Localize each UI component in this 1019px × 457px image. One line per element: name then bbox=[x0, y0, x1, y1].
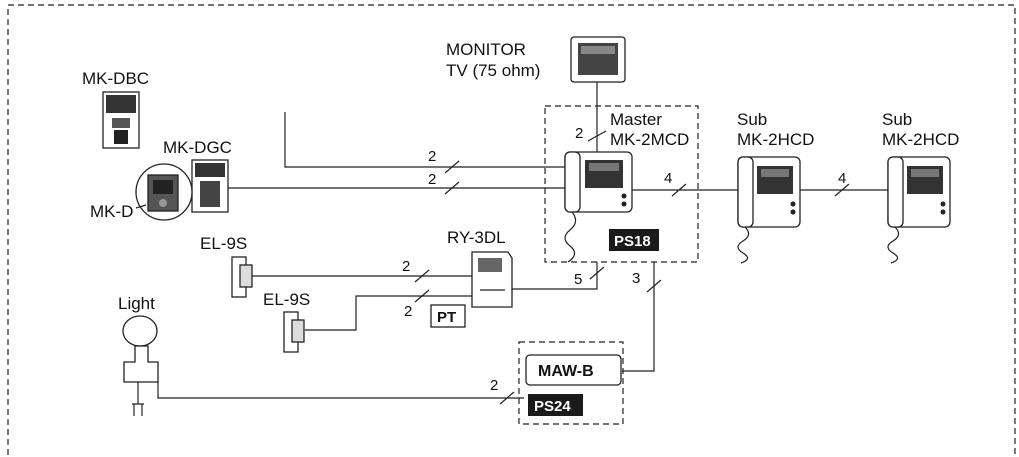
ps18-badge-text: PS18 bbox=[614, 233, 651, 250]
mk-dgc-device bbox=[191, 159, 229, 213]
sub2-label-line1: Sub bbox=[882, 110, 912, 129]
wire-maw-master bbox=[622, 262, 655, 372]
ry-3dl-device bbox=[471, 251, 513, 308]
wire-ry-master bbox=[512, 262, 598, 290]
sub2-monitor-device bbox=[887, 156, 951, 264]
mk-d-label: MK-D bbox=[90, 202, 133, 221]
sub1-monitor-device bbox=[737, 156, 801, 264]
light-label: Light bbox=[118, 294, 155, 313]
el-9s-a-label: EL-9S bbox=[200, 234, 247, 253]
el-9s-b-device bbox=[283, 311, 305, 353]
outer-frame bbox=[7, 4, 1016, 455]
wire-dbc-master bbox=[284, 112, 565, 168]
wire-count-master-sub1: 4 bbox=[664, 170, 672, 187]
maw-b-enclosure bbox=[518, 341, 624, 425]
wire-count-ry-master: 5 bbox=[574, 271, 582, 288]
wire-count-sub1-sub2: 4 bbox=[838, 170, 846, 187]
mk-dgc-label: MK-DGC bbox=[163, 138, 232, 157]
master-label-line2: MK-2MCD bbox=[610, 130, 689, 149]
wire-slash-marks bbox=[414, 130, 850, 405]
ps24-badge: PS24 bbox=[528, 394, 583, 416]
mk-d-device bbox=[135, 163, 193, 221]
maw-b-label: MAW-B bbox=[538, 363, 594, 380]
light-device bbox=[122, 315, 159, 416]
wire-count-monitor-master: 2 bbox=[575, 125, 583, 142]
pt-badge: PT bbox=[430, 304, 466, 328]
sub1-label-line2: MK-2HCD bbox=[737, 130, 814, 149]
master-enclosure bbox=[544, 105, 699, 263]
el-9s-a-device bbox=[231, 256, 253, 298]
wire-count-dbc-master: 2 bbox=[428, 148, 436, 165]
monitor-tv-label-line1: MONITOR bbox=[446, 40, 526, 59]
wire-count-el9s-b-ry: 2 bbox=[404, 303, 412, 320]
wire-count-dgc-master: 2 bbox=[428, 171, 436, 188]
wire-count-light-maw: 2 bbox=[490, 377, 498, 394]
el-9s-b-label: EL-9S bbox=[263, 290, 310, 309]
master-label-line1: Master bbox=[610, 110, 662, 129]
pt-badge-text: PT bbox=[437, 309, 456, 326]
sub1-label-line1: Sub bbox=[737, 110, 767, 129]
monitor-tv-device bbox=[570, 36, 626, 83]
master-monitor-device bbox=[564, 151, 633, 263]
wire-el9s-b-ry bbox=[305, 295, 472, 331]
mk-dbc-device bbox=[102, 91, 140, 149]
wire-count-maw-master: 3 bbox=[632, 270, 640, 287]
mk-dbc-label: MK-DBC bbox=[82, 69, 149, 88]
wire-light-maw bbox=[157, 382, 524, 399]
maw-b-box: MAW-B bbox=[525, 354, 622, 386]
monitor-tv-label-line2: TV (75 ohm) bbox=[446, 61, 540, 80]
wire-count-el9s-a-ry: 2 bbox=[402, 258, 410, 275]
sub2-label-line2: MK-2HCD bbox=[882, 130, 959, 149]
ps18-badge: PS18 bbox=[609, 229, 659, 251]
ps24-badge-text: PS24 bbox=[534, 398, 571, 415]
ry-3dl-label: RY-3DL bbox=[447, 228, 506, 247]
